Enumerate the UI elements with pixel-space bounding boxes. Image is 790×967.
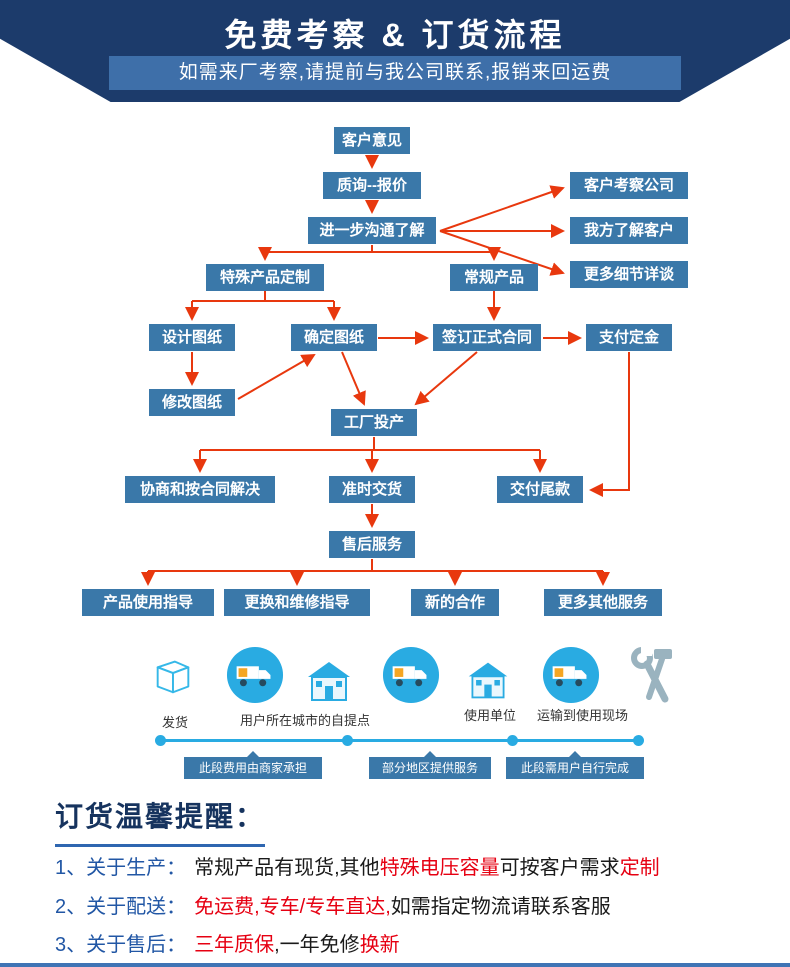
house-icon xyxy=(305,660,353,707)
flow-node-pay-balance: 交付尾款 xyxy=(497,476,583,503)
timeline-dot xyxy=(342,735,353,746)
flow-node-modify-drawing: 修改图纸 xyxy=(149,389,235,416)
reminder-text: 如需指定物流请联系客服 xyxy=(390,896,611,918)
reminder-text-highlight: 换新 xyxy=(359,934,400,956)
timeline-label-seller-covers: 此段费用由商家承担 xyxy=(184,751,322,779)
flow-node-design-drawing: 设计图纸 xyxy=(149,324,235,351)
reminder-text-highlight: 免运费,专车/专车直达, xyxy=(194,896,391,918)
reminder-item-aftersale: 3、关于售后： 三年质保,一年免修换新 xyxy=(55,928,400,957)
flow-node-know-customer: 我方了解客户 xyxy=(570,217,688,244)
reminder-text: 可按客户需求 xyxy=(499,857,620,879)
timeline-dot xyxy=(155,735,166,746)
flow-node-usage-guide: 产品使用指导 xyxy=(82,589,214,616)
truck-icon xyxy=(226,646,284,709)
reminder-item-label: 2、关于配送： xyxy=(55,896,187,918)
flow-node-ontime-delivery: 准时交货 xyxy=(329,476,415,503)
reminder-text: 常规产品有现货,其他 xyxy=(194,857,380,879)
reminder-item-label: 3、关于售后： xyxy=(55,934,187,956)
flow-node-new-cooperation: 新的合作 xyxy=(411,589,499,616)
flow-node-customer-opinion: 客户意见 xyxy=(334,127,410,154)
timeline-dot xyxy=(633,735,644,746)
timeline-label-partial-service: 部分地区提供服务 xyxy=(369,751,491,779)
flow-node-aftersale-service: 售后服务 xyxy=(329,531,415,558)
timeline-line xyxy=(158,739,640,742)
flow-node-more-services: 更多其他服务 xyxy=(544,589,662,616)
page-title: 免费考察 & 订货流程 xyxy=(224,17,566,53)
timeline-label-user-completes: 此段需用户自行完成 xyxy=(506,751,644,779)
flow-node-sign-contract: 签订正式合同 xyxy=(433,324,541,351)
reminder-text-highlight: 定制 xyxy=(619,857,660,879)
flow-node-inquiry-quote: 质询--报价 xyxy=(323,172,421,199)
caption-shipping: 发货 xyxy=(161,715,188,730)
timeline-dot xyxy=(507,735,518,746)
flow-node-custom-product: 特殊产品定制 xyxy=(206,264,324,291)
tools-icon xyxy=(627,645,675,712)
reminder-item-production: 1、关于生产： 常规产品有现货,其他特殊电压容量可按客户需求定制 xyxy=(55,851,660,880)
reminder-title: 订货温馨提醒： xyxy=(55,795,266,847)
flow-node-pay-deposit: 支付定金 xyxy=(586,324,672,351)
flow-node-factory-production: 工厂投产 xyxy=(331,409,417,436)
bottom-divider xyxy=(0,963,790,967)
truck-icon xyxy=(542,646,600,709)
caption-transport-to-site: 运输到使用现场 xyxy=(536,708,628,723)
flow-node-negotiate: 协商和按合同解决 xyxy=(125,476,275,503)
package-icon xyxy=(150,652,196,703)
header-subtitle: 如需来厂考察,请提前与我公司联系,报销来回运费 xyxy=(109,56,681,90)
reminder-text-highlight: 特殊电压容量 xyxy=(379,857,500,879)
flow-node-repair-guide: 更换和维修指导 xyxy=(224,589,370,616)
reminder-item-label: 1、关于生产： xyxy=(55,857,187,879)
reminder-text-highlight: 三年质保 xyxy=(194,934,275,956)
flow-node-confirm-drawing: 确定图纸 xyxy=(291,324,377,351)
reminder-text: ,一年免修 xyxy=(274,934,360,956)
flow-node-regular-product: 常规产品 xyxy=(450,264,538,291)
flow-node-more-details: 更多细节详谈 xyxy=(570,261,688,288)
flow-node-further-comm: 进一步沟通了解 xyxy=(308,217,436,244)
caption-pickup-point: 用户所在城市的自提点 xyxy=(239,713,370,728)
caption-use-unit: 使用单位 xyxy=(463,708,516,723)
truck-icon xyxy=(382,646,440,709)
flow-node-visit-company: 客户考察公司 xyxy=(570,172,688,199)
house-icon xyxy=(466,660,510,705)
reminder-item-delivery: 2、关于配送： 免运费,专车/专车直达,如需指定物流请联系客服 xyxy=(55,890,611,919)
